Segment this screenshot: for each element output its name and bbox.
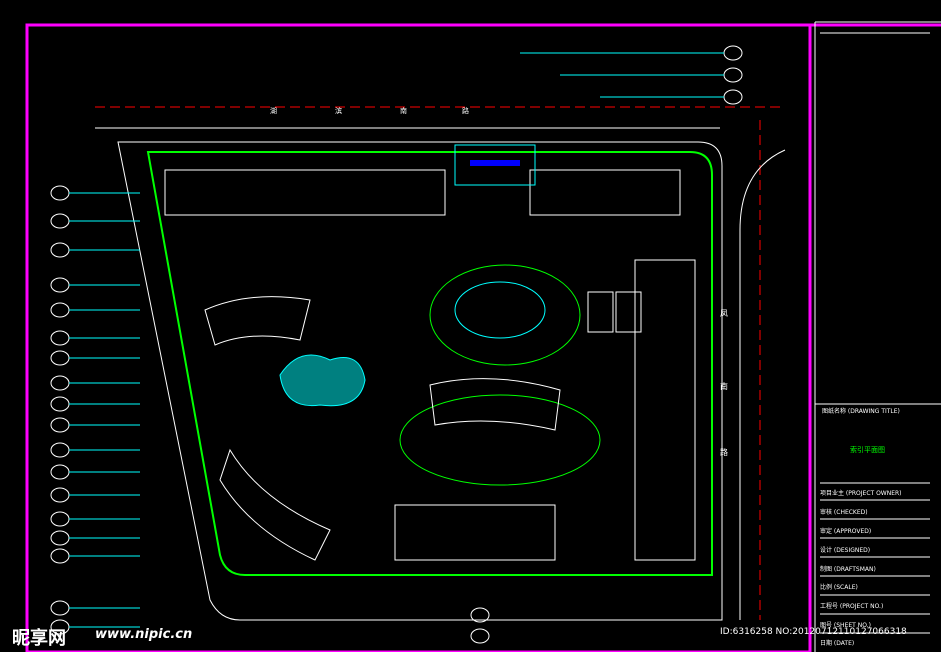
callout-leader-lines-left bbox=[69, 192, 140, 628]
site-boundary bbox=[117, 141, 723, 621]
entrance-plaza-top bbox=[454, 144, 536, 186]
annotation-callouts-bottom bbox=[470, 607, 490, 644]
building-row-top bbox=[164, 169, 681, 216]
street-label-top-2: 滨 bbox=[335, 106, 342, 115]
curved-building-left bbox=[204, 296, 311, 346]
central-garden-inner bbox=[454, 281, 546, 339]
watermark-id: ID:6316258 NO:20120712110127066318 bbox=[720, 627, 907, 637]
landscape-garden-lower bbox=[399, 394, 601, 486]
title-field-designed: 设计 (DESIGNED) bbox=[820, 547, 871, 554]
watermark-site: www.nipic.cn bbox=[95, 627, 193, 642]
callout-leader-lines-top bbox=[520, 52, 724, 98]
title-field-date: 日期 (DATE) bbox=[820, 640, 855, 647]
street-label-right-1: 凤 bbox=[720, 309, 728, 318]
annotation-callouts-left bbox=[50, 185, 70, 635]
building-row-bottom bbox=[394, 504, 556, 561]
street-label-top-3: 南 bbox=[400, 106, 407, 115]
drawing-title-label: 图纸名称 (DRAWING TITLE) bbox=[822, 407, 900, 415]
title-field-scale: 比例 (SCALE) bbox=[820, 584, 858, 591]
sheet-frame bbox=[25, 23, 812, 652]
entrance-gate bbox=[470, 160, 520, 166]
title-field-sheet-no: 图号 (SHEET NO.) bbox=[820, 622, 871, 629]
street-label-top-1: 湖 bbox=[270, 106, 277, 115]
title-field-project-no: 工程号 (PROJECT NO.) bbox=[820, 603, 884, 610]
street-label-right-3: 路 bbox=[720, 447, 728, 457]
title-field-project-owner: 项目业主 (PROJECT OWNER) bbox=[820, 490, 902, 497]
street-label-top-4: 路 bbox=[462, 106, 469, 115]
title-field-approved: 审定 (APPROVED) bbox=[820, 528, 872, 535]
drawing-title: 索引平面图 bbox=[850, 445, 885, 454]
annotation-callouts-top bbox=[723, 45, 743, 105]
building-column-right bbox=[634, 259, 696, 561]
watermark-logo: 昵享网 bbox=[12, 628, 66, 649]
title-field-draftsman: 制图 (DRAFTSMAN) bbox=[820, 566, 876, 573]
curved-building-center bbox=[429, 378, 561, 431]
central-garden bbox=[429, 264, 581, 366]
tennis-courts bbox=[587, 291, 642, 333]
title-field-checked: 审核 (CHECKED) bbox=[820, 509, 868, 516]
curved-building-lower-left bbox=[219, 448, 331, 561]
pond bbox=[279, 354, 366, 407]
title-block-lines bbox=[815, 21, 941, 634]
road-edge-right bbox=[739, 149, 786, 620]
street-label-right-2: 南 bbox=[720, 381, 728, 391]
green-boundary bbox=[146, 151, 713, 576]
